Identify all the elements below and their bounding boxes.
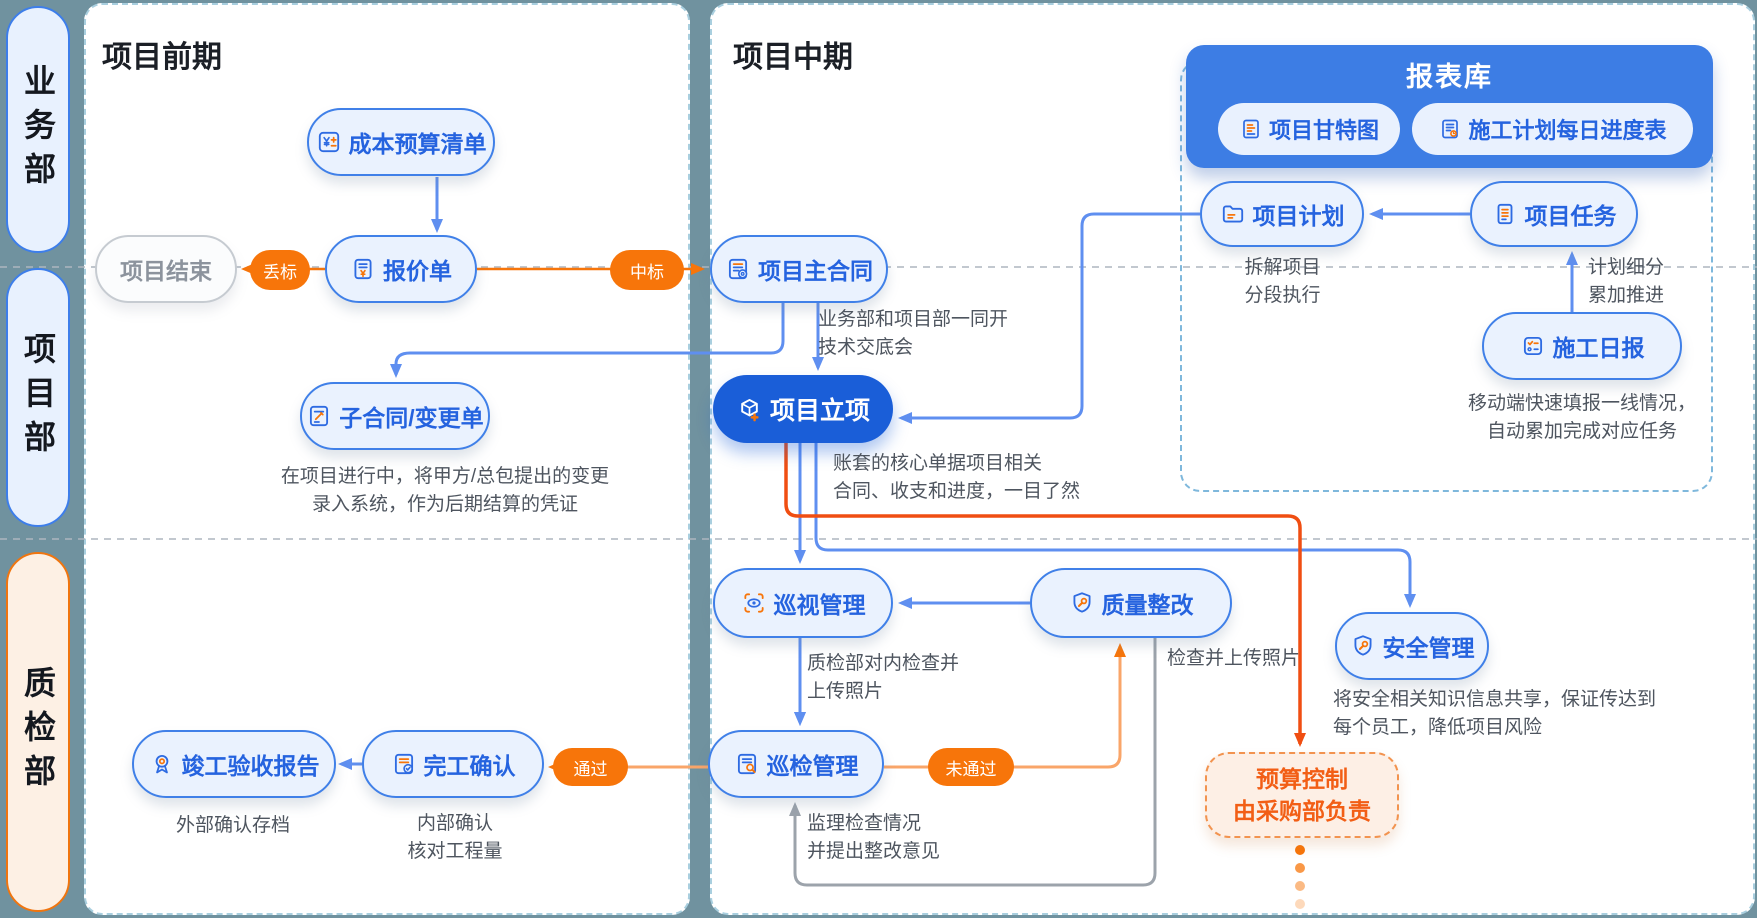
note-task: 计划细分 累加推进 — [1588, 257, 1665, 306]
note-inspection: 监理检查情况 并提出整改意见 — [807, 813, 941, 862]
note-patrol: 质检部对内检查并 上传照片 — [807, 653, 960, 702]
quotation-icon — [354, 258, 372, 280]
patrol-eye-icon — [743, 593, 764, 613]
daily-progress-table-icon — [1442, 119, 1459, 139]
project-plan-folder-icon — [1222, 205, 1243, 223]
lane-business-dept: 业务部 — [6, 6, 70, 253]
note-initiation: 账套的核心单据项目相关 合同、收支和进度，一目了然 — [833, 453, 1081, 502]
lane-project-dept: 项目部 — [6, 268, 70, 527]
gantt-chart-icon — [1243, 119, 1259, 139]
node-project-initiation-label: 项目立项 — [769, 397, 870, 425]
project-initiation-cube-icon — [741, 398, 759, 421]
badge-pass: 通过 — [553, 748, 628, 786]
daily-report-checklist-icon — [1523, 336, 1542, 356]
node-safety-label: 安全管理 — [1382, 635, 1475, 661]
report-item-daily-progress: 施工计划每日进度表 — [1412, 103, 1693, 155]
node-cost-budget: 成本预算清单 — [307, 108, 495, 176]
node-cost-budget-label: 成本预算清单 — [348, 131, 487, 157]
node-quote-label: 报价单 — [383, 258, 452, 284]
node-project-task: 项目任务 — [1470, 181, 1638, 247]
node-quality-rectify: 质量整改 — [1030, 568, 1232, 638]
node-acceptance-report-label: 竣工验收报告 — [181, 753, 320, 779]
inspection-doc-search-icon — [737, 753, 756, 775]
note-completion: 内部确认 核对工程量 — [407, 813, 503, 862]
budget-list-icon — [318, 131, 339, 153]
project-task-list-icon — [1497, 203, 1512, 225]
lane-project-label: 项目部 — [20, 331, 56, 464]
node-daily-report: 施工日报 — [1482, 312, 1682, 380]
badge-lost-bid-label: 丢标 — [263, 262, 297, 282]
badge-fail-label: 未通过 — [945, 759, 997, 779]
node-quality-rectify-label: 质量整改 — [1101, 592, 1194, 618]
node-completion-confirm: 完工确认 — [362, 730, 544, 798]
quality-shield-wrench-icon — [1072, 592, 1091, 613]
node-daily-report-label: 施工日报 — [1552, 335, 1645, 361]
node-budget-control-label: 预算控制 由采购部负责 — [1233, 765, 1371, 824]
note-sub-contract: 在项目进行中，将甲方/总包提出的变更 录入系统，作为后期结算的凭证 — [280, 466, 610, 515]
node-project-task-label: 项目任务 — [1524, 203, 1617, 229]
report-item-gantt: 项目甘特图 — [1218, 103, 1400, 155]
completion-doc-check-icon — [394, 753, 413, 775]
node-project-end: 项目结束 — [95, 235, 237, 303]
node-project-plan-label: 项目计划 — [1252, 203, 1345, 229]
badge-pass-label: 通过 — [573, 759, 608, 779]
badge-fail: 未通过 — [928, 748, 1014, 786]
node-budget-control: 预算控制 由采购部负责 — [1205, 752, 1399, 838]
badge-won-bid-label: 中标 — [630, 262, 664, 282]
node-safety: 安全管理 — [1335, 612, 1489, 680]
node-acceptance-report: 竣工验收报告 — [132, 730, 336, 798]
node-main-contract: 项目主合同 — [710, 235, 888, 303]
note-tech-meeting: 业务部和项目部一同开 技术交底会 — [818, 309, 1009, 358]
node-patrol-label: 巡视管理 — [773, 592, 866, 618]
note-daily: 移动端快速填报一线情况， 自动累加完成对应任务 — [1467, 393, 1696, 442]
node-quote: 报价单 — [325, 235, 477, 303]
badge-won-bid: 中标 — [610, 250, 684, 290]
node-sub-contract-label: 子合同/变更单 — [339, 405, 484, 431]
report-library-box: 报表库 项目甘特图 施工计划每日进度表 — [1186, 45, 1713, 168]
node-project-initiation: 项目立项 — [713, 375, 893, 443]
lane-quality-dept: 质检部 — [6, 552, 70, 912]
report-item-daily-progress-label: 施工计划每日进度表 — [1468, 118, 1667, 143]
main-contract-icon — [728, 258, 748, 280]
note-plan: 拆解项目 分段执行 — [1244, 257, 1321, 306]
report-library-title: 报表库 — [1406, 62, 1493, 92]
lane-quality-label: 质检部 — [20, 666, 56, 798]
node-sub-contract: 子合同/变更单 — [300, 382, 490, 450]
node-main-contract-label: 项目主合同 — [758, 258, 873, 284]
node-completion-confirm-label: 完工确认 — [423, 753, 516, 779]
lane-business-label: 业务部 — [20, 63, 56, 196]
note-acceptance: 外部确认存档 — [175, 815, 290, 836]
phase-title-mid: 项目中期 — [733, 41, 853, 74]
phase-title-early: 项目前期 — [102, 41, 222, 74]
note-safety: 将安全相关知识信息共享，保证传达到 每个员工，降低项目风险 — [1333, 689, 1657, 738]
note-rectify: 检查并上传照片 — [1167, 648, 1301, 669]
badge-lost-bid: 丢标 — [250, 250, 310, 290]
report-item-gantt-label: 项目甘特图 — [1268, 118, 1379, 143]
node-inspection: 巡检管理 — [708, 730, 884, 798]
node-project-end-label: 项目结束 — [120, 258, 212, 284]
node-inspection-label: 巡检管理 — [766, 753, 859, 779]
change-order-icon — [310, 405, 329, 427]
node-patrol: 巡视管理 — [713, 568, 893, 638]
acceptance-medal-icon — [155, 754, 168, 774]
safety-shield-wrench-icon — [1353, 635, 1372, 656]
node-project-plan: 项目计划 — [1200, 181, 1364, 247]
